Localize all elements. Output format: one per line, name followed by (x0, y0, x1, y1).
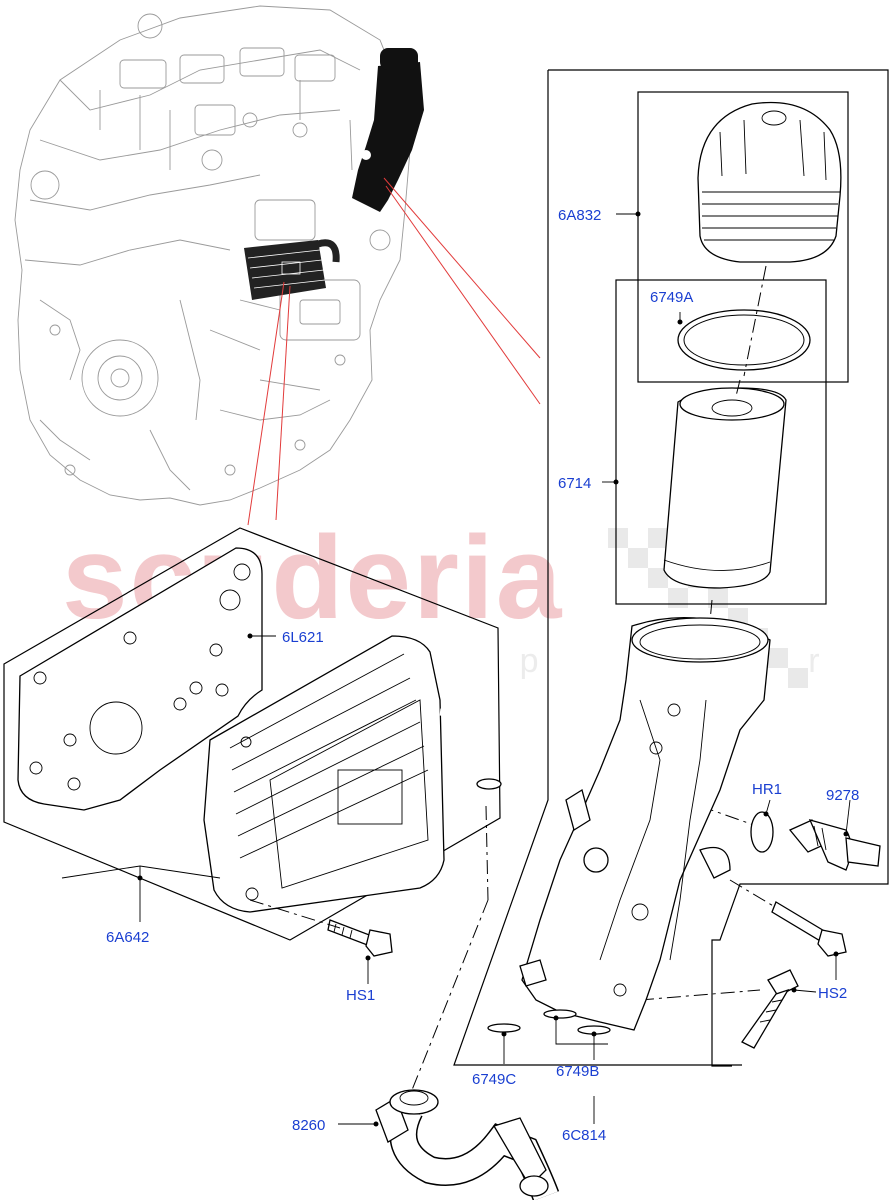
label-hs1: HS1 (346, 987, 375, 1004)
label-6c814: 6C814 (562, 1127, 606, 1144)
engine-oil-filter-housing-highlight (352, 48, 424, 212)
o-ring-6749a (677, 309, 811, 371)
cooler-gasket (17, 547, 263, 811)
label-6714: 6714 (558, 475, 591, 492)
oil-filter-cap (697, 101, 842, 263)
bolt-hs2-upper (771, 901, 847, 957)
oil-sensor-9278 (788, 819, 881, 871)
label-6749b: 6749B (556, 1063, 599, 1080)
label-6749a: 6749A (650, 289, 693, 306)
oil-filter-housing (519, 617, 771, 1031)
label-6a642: 6A642 (106, 929, 149, 946)
housing-group-frame (453, 69, 889, 1067)
label-6a832: 6A832 (558, 207, 601, 224)
label-hs2: HS2 (818, 985, 847, 1002)
label-hr1: HR1 (752, 781, 782, 798)
label-dots (137, 211, 849, 1127)
label-6l621: 6L621 (282, 629, 324, 646)
ring-hr1 (750, 811, 774, 853)
label-9278: 9278 (826, 787, 859, 804)
cooler-group-frame (3, 527, 501, 941)
oil-pipe-8260 (375, 1089, 560, 1200)
o-ring-inner (683, 314, 805, 366)
bolt-hs2-lower (741, 969, 799, 1049)
part-labels: 6A832 6749A 6714 6L621 6A642 HR1 9278 HS… (106, 207, 859, 1144)
cap-group-box (637, 91, 849, 383)
engine-assembly (14, 5, 411, 506)
oil-cooler (203, 635, 502, 913)
oil-filter-element (663, 387, 787, 589)
engine-oil-cooler-highlight (244, 239, 340, 300)
label-8260: 8260 (292, 1117, 325, 1134)
element-group-box (615, 279, 827, 605)
bolt-hs1 (327, 919, 393, 957)
red-leader-lines (247, 177, 541, 526)
label-6749c: 6749C (472, 1071, 516, 1088)
